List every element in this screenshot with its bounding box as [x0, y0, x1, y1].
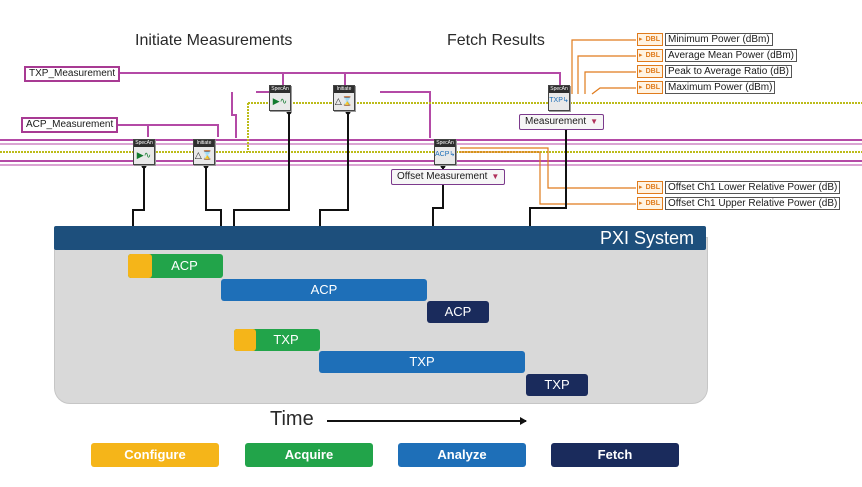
legend-acquire: Acquire	[245, 443, 373, 467]
dbl-wire-upper-rel	[460, 151, 636, 205]
legend-analyze: Analyze	[398, 443, 526, 467]
play-waveform-icon: ▶∿	[272, 96, 288, 106]
fetch-results-heading: Fetch Results	[447, 32, 545, 49]
acp-results-link	[380, 91, 431, 138]
vi-node-specan-txp-fetch[interactable]: SpecAn TXP↳	[548, 85, 570, 111]
indicator-label: Average Mean Power (dBm)	[665, 49, 797, 62]
dbl-type-tag: DBL	[637, 49, 663, 62]
offset-measurement-ring[interactable]: Offset Measurement▼	[391, 169, 506, 185]
vi-node-title: SpecAn	[134, 140, 154, 147]
block-label: ACP	[444, 304, 472, 319]
txp-fetch-icon: TXP↳	[549, 97, 569, 104]
txp-selector-branch-2	[231, 92, 237, 138]
measurement-ring[interactable]: Measurement▼	[519, 114, 605, 130]
dbl-wire-min-power	[571, 39, 636, 94]
txp-measurement-control[interactable]: TXP_Measurement	[24, 66, 121, 82]
acp-measurement-control[interactable]: ACP_Measurement	[21, 117, 119, 133]
dbl-type-tag: DBL	[637, 81, 663, 94]
legend-configure: Configure	[91, 443, 219, 467]
block-label: TXP	[544, 377, 570, 392]
vi-node-specan-acp-config[interactable]: SpecAn ▶∿	[133, 139, 155, 165]
dbl-wire-lower-rel	[460, 147, 636, 189]
legend-fetch: Fetch	[551, 443, 679, 467]
acp-glyph: ACP	[435, 151, 450, 158]
dbl-type-tag: DBL	[637, 181, 663, 194]
block-label: ACP	[171, 258, 198, 273]
offset-measurement-ring-label: Offset Measurement	[397, 171, 488, 182]
dbl-wire-par	[584, 71, 636, 94]
txp-glyph: TXP	[549, 97, 563, 104]
hourglass-icon: △⌛	[194, 150, 214, 160]
vi-node-title: Initiate	[334, 86, 354, 93]
indicator-label: Minimum Power (dBm)	[665, 33, 773, 46]
measurement-ring-label: Measurement	[525, 116, 587, 127]
vi-node-title: SpecAn	[435, 140, 455, 147]
block-acp-analyze: ACP	[221, 279, 427, 301]
dbl-wire-mean-power	[577, 55, 636, 94]
vi-node-title: Initiate	[194, 140, 214, 147]
hourglass-icon: △⌛	[334, 96, 354, 106]
block-txp-fetch: TXP	[526, 374, 588, 396]
vi-node-title: SpecAn	[270, 86, 290, 93]
dbl-type-tag: DBL	[637, 33, 663, 46]
initiate-measurements-heading: Initiate Measurements	[135, 32, 293, 49]
time-label: Time	[270, 408, 314, 430]
block-acp-configure	[128, 254, 152, 278]
block-label: TXP	[409, 354, 435, 369]
block-txp-analyze: TXP	[319, 351, 525, 373]
vi-node-initiate-acp[interactable]: Initiate △⌛	[193, 139, 215, 165]
block-txp-configure	[234, 329, 256, 351]
dbl-type-tag: DBL	[637, 65, 663, 78]
indicator-label: Offset Ch1 Upper Relative Power (dB)	[665, 197, 841, 210]
dbl-wire-max-power	[591, 87, 636, 95]
dbl-wires	[460, 39, 636, 205]
vi-node-specan-acp-fetch[interactable]: SpecAn ACP↳	[434, 139, 456, 165]
play-waveform-icon: ▶∿	[136, 150, 152, 160]
acp-fetch-icon: ACP↳	[435, 151, 456, 158]
vi-node-initiate-txp[interactable]: Initiate △⌛	[333, 85, 355, 111]
indicator-label: Maximum Power (dBm)	[665, 81, 776, 94]
indicator-label: Peak to Average Ratio (dB)	[665, 65, 792, 78]
txp-selector-wire	[118, 72, 561, 86]
dropdown-arrow-icon: ▼	[491, 172, 500, 181]
block-label: TXP	[273, 332, 299, 347]
acp-selector-wire	[118, 124, 219, 137]
vi-node-specan-txp-config[interactable]: SpecAn ▶∿	[269, 85, 291, 111]
dropdown-arrow-icon: ▼	[590, 117, 599, 126]
dbl-type-tag: DBL	[637, 197, 663, 210]
block-label: ACP	[310, 282, 338, 297]
block-acp-fetch: ACP	[427, 301, 489, 323]
pxi-system-title: PXI System	[599, 228, 694, 248]
pxi-system-header: PXI System	[54, 226, 706, 250]
vi-node-title: SpecAn	[549, 86, 569, 93]
indicator-label: Offset Ch1 Lower Relative Power (dB)	[665, 181, 841, 194]
